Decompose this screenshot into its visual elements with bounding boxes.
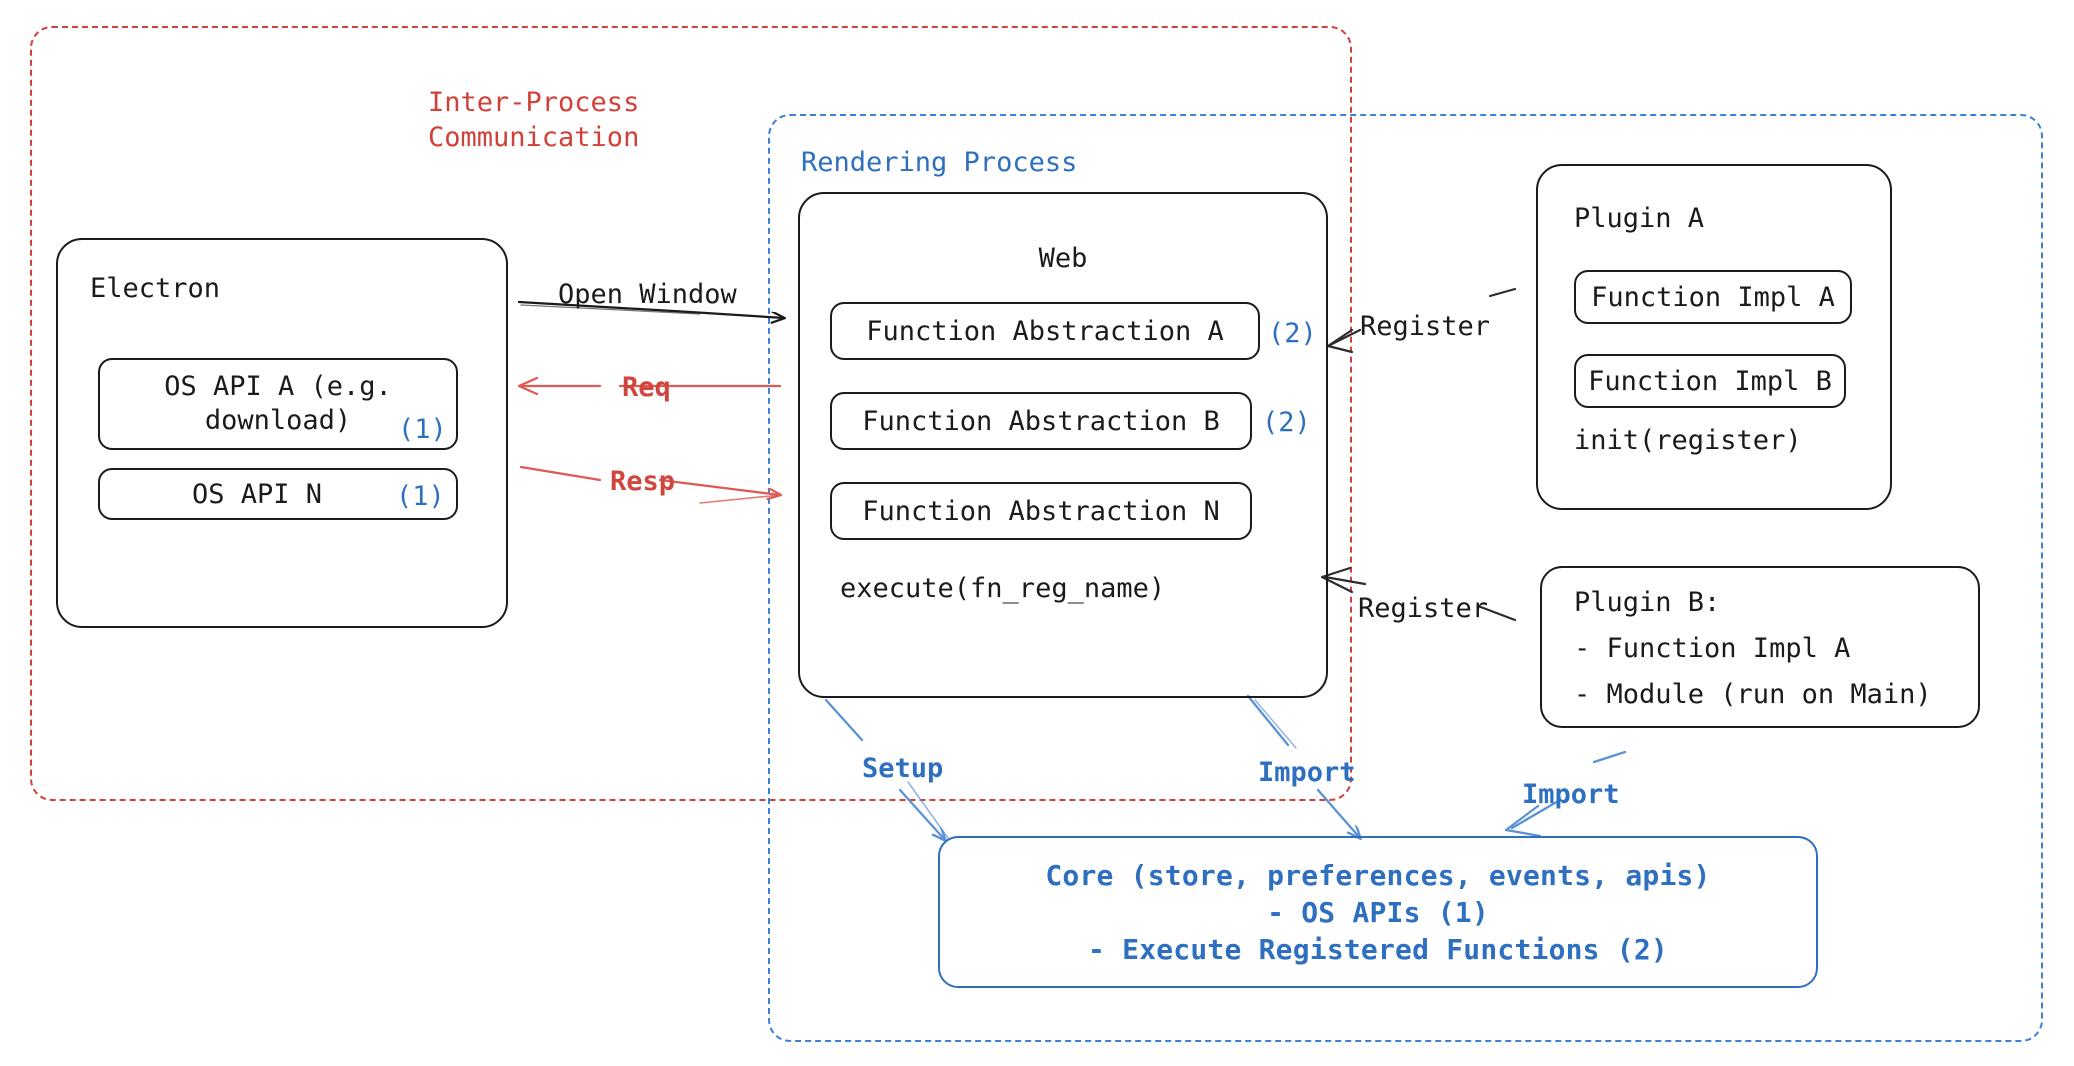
edge-label-resp: Resp — [610, 466, 676, 497]
function-abstraction-a-box[interactable]: Function Abstraction A — [830, 302, 1260, 360]
os-api-a-marker: (1) — [398, 414, 447, 445]
edge-label-setup: Setup — [862, 753, 944, 784]
os-api-n-label: OS API N — [191, 478, 323, 510]
plugin-a-box[interactable]: Plugin A Function Impl A Function Impl B… — [1536, 164, 1892, 510]
function-abstraction-a-label: Function Abstraction A — [866, 315, 1224, 347]
ipc-label-line2: Communication — [428, 122, 640, 153]
function-abstraction-a-marker: (2) — [1268, 318, 1317, 349]
os-api-n-marker: (1) — [396, 481, 445, 512]
rendering-process-label: Rendering Process — [801, 147, 1078, 178]
plugin-a-title: Plugin A — [1574, 203, 1705, 234]
os-api-a-box[interactable]: OS API A (e.g. download) — [98, 358, 458, 450]
web-box[interactable]: Web Function Abstraction A (2) Function … — [798, 192, 1328, 698]
electron-box[interactable]: Electron OS API A (e.g. download) (1) OS… — [56, 238, 508, 628]
electron-title: Electron — [90, 273, 221, 304]
function-abstraction-n-box[interactable]: Function Abstraction N — [830, 482, 1252, 540]
function-abstraction-n-label: Function Abstraction N — [862, 495, 1220, 527]
plugin-a-init-label: init(register) — [1574, 425, 1802, 456]
rendering-process-boundary — [768, 114, 2043, 1042]
plugin-a-function-impl-a-label: Function Impl A — [1591, 281, 1835, 313]
ipc-boundary — [30, 26, 1352, 801]
plugin-b-box[interactable]: Plugin B: - Function Impl A - Module (ru… — [1540, 566, 1980, 728]
os-api-n-box[interactable]: OS API N — [98, 468, 458, 520]
core-line-1: Core (store, preferences, events, apis) — [1045, 858, 1711, 892]
edge-label-open-window: Open Window — [558, 279, 737, 310]
web-execute-label: execute(fn_reg_name) — [840, 573, 1166, 604]
edge-label-register-plugin-b: Register — [1358, 593, 1489, 624]
plugin-b-item-function-impl-a: - Function Impl A — [1574, 633, 1851, 664]
plugin-b-title: Plugin B: — [1574, 587, 1721, 618]
plugin-a-function-impl-b-label: Function Impl B — [1588, 365, 1832, 397]
plugin-a-function-impl-b-box[interactable]: Function Impl B — [1574, 354, 1846, 408]
ipc-label-line1: Inter-Process — [428, 87, 640, 118]
core-line-3: - Execute Registered Functions (2) — [1088, 932, 1668, 966]
core-line-2: - OS APIs (1) — [1267, 895, 1489, 929]
web-title: Web — [1038, 243, 1088, 274]
edge-label-import-web: Import — [1258, 757, 1356, 788]
core-box[interactable]: Core (store, preferences, events, apis) … — [938, 836, 1818, 988]
function-abstraction-b-marker: (2) — [1262, 407, 1311, 438]
edge-label-import-plugin-b: Import — [1522, 779, 1620, 810]
edge-label-register-plugin-a: Register — [1360, 311, 1491, 342]
plugin-a-function-impl-a-box[interactable]: Function Impl A — [1574, 270, 1852, 324]
os-api-a-label: OS API A (e.g. download) — [164, 371, 392, 436]
edge-label-req: Req — [622, 372, 671, 403]
plugin-b-item-module: - Module (run on Main) — [1574, 679, 1932, 710]
function-abstraction-b-box[interactable]: Function Abstraction B — [830, 392, 1252, 450]
function-abstraction-b-label: Function Abstraction B — [862, 405, 1220, 437]
